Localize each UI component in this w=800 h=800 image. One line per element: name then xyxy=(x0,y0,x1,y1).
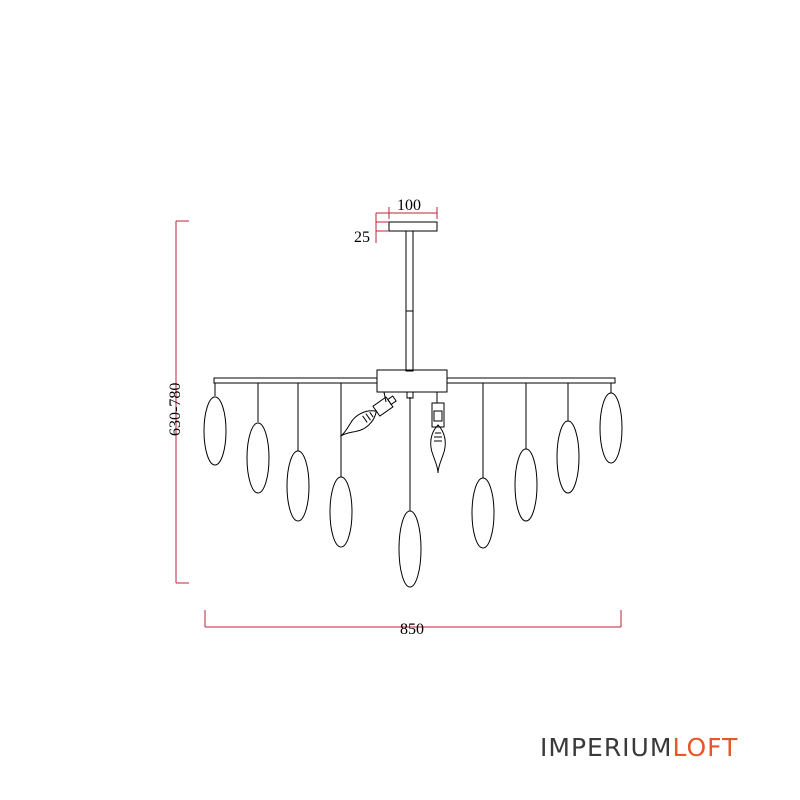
candle-bulb-icon xyxy=(430,402,446,474)
logo-part-imperium: IMPERIUM xyxy=(540,733,673,762)
horizontal-bar-right xyxy=(446,377,616,384)
dimension-total-width xyxy=(204,610,622,628)
pendant-oval xyxy=(556,420,580,494)
pendant-oval xyxy=(246,422,270,494)
dimension-canopy-height xyxy=(376,221,389,232)
pendant-oval xyxy=(286,450,310,522)
pendant-oval xyxy=(471,477,495,549)
dim-label-total-width: 850 xyxy=(400,621,424,638)
dim-label-canopy-height: 25 xyxy=(354,229,370,246)
center-block xyxy=(376,369,448,393)
logo-part-loft: LOFT xyxy=(672,733,739,762)
pendant-oval xyxy=(514,448,538,522)
dimension-canopy-width xyxy=(375,207,438,243)
dim-label-canopy-width: 100 xyxy=(397,197,421,214)
dimension-total-height xyxy=(175,220,189,584)
horizontal-bar-left xyxy=(213,377,378,384)
dim-label-total-height: 630-780 xyxy=(167,383,184,436)
pendant-oval xyxy=(599,392,623,464)
ceiling-canopy xyxy=(388,221,438,232)
brand-logo: IMPERIUMLOFT xyxy=(540,733,738,762)
pendant-oval xyxy=(329,476,353,548)
left-bulb-arm xyxy=(383,391,387,403)
pendant-oval xyxy=(203,396,227,466)
candle-bulb-icon xyxy=(340,395,397,437)
stem-lower xyxy=(405,310,414,372)
stem-upper xyxy=(405,230,414,312)
center-screw xyxy=(406,391,414,399)
pendant-oval xyxy=(398,510,422,588)
